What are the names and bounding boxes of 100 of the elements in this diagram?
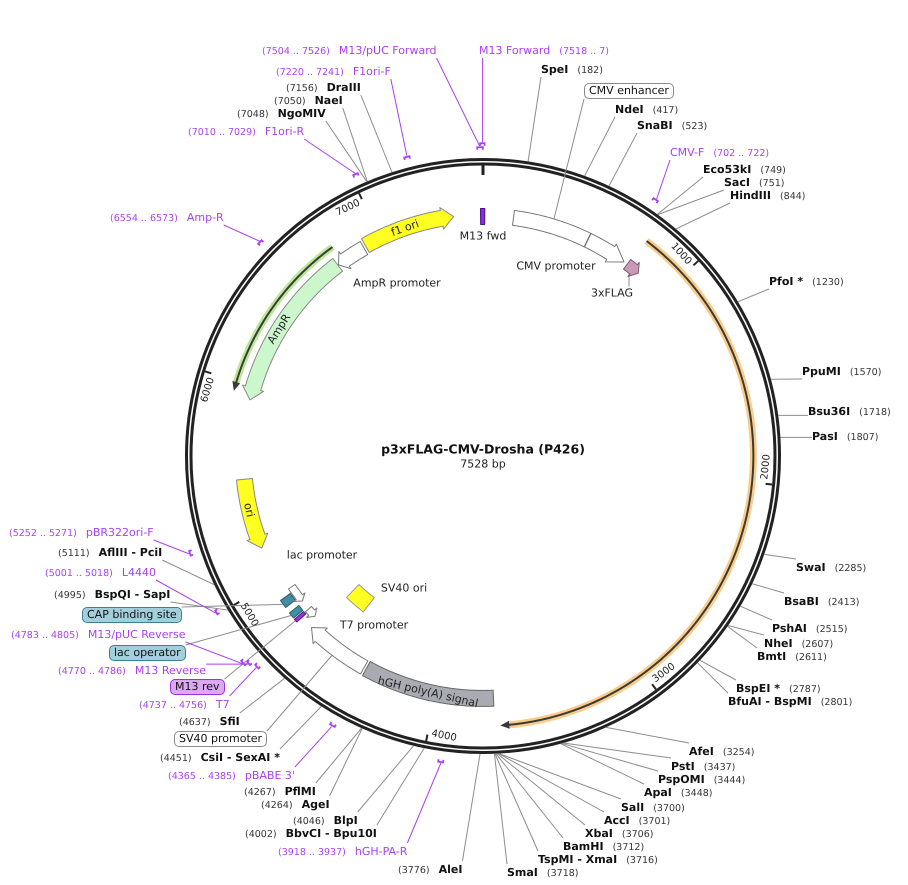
primer-mark [257,238,265,247]
cut-position: (3437) [704,762,736,773]
cut-position: (417) [652,105,678,116]
map-title: p3xFLAG-CMV-Drosha (P426) [381,442,585,456]
leader-line [170,602,228,611]
enzyme-name: BamHI [563,840,604,853]
sequence-feature [293,610,308,624]
leader-line [496,753,586,826]
cut-position: (3444) [714,775,746,786]
leader-line [628,273,630,287]
enzyme-name: AfeI [689,745,714,758]
primer-position: (7518 .. 7) [559,46,609,57]
leader-line [608,132,638,186]
enzyme-name: Bsu36I [808,405,850,418]
leader-line [229,666,257,696]
enzyme-name: PasI [812,430,838,443]
primer-position: (6554 .. 6573) [110,213,178,224]
leader-line [153,540,190,554]
cut-position: (3712) [612,842,644,853]
enzyme-name: HindIII [730,189,771,202]
primer-position: (4783 .. 4805) [11,630,79,641]
cut-position: (3776) [398,865,430,876]
cut-position: (844) [780,191,806,202]
enzyme-name: PfoI * [769,275,804,288]
leader-line [584,116,616,176]
leader-line [675,202,730,230]
leader-line [357,745,414,812]
leader-line [155,580,216,614]
leader-line [737,288,770,302]
leader-line [780,436,812,438]
primer-position: (4365 .. 4385) [168,771,236,782]
primer-position: (7504 .. 7526) [262,46,330,57]
leader-line [181,604,283,608]
primer-mark [188,549,194,557]
cut-position: (3700) [653,803,685,814]
leader-line [562,742,672,758]
cut-position: (1807) [846,432,878,443]
leader-line [764,554,796,560]
primer-name: F1ori-R [264,125,304,138]
cut-position: (749) [760,165,786,176]
feature-label: SV40 ori [380,582,428,594]
cut-position: (1718) [859,407,891,418]
leader-line [184,642,243,664]
cut-position: (5111) [58,548,90,559]
leader-line [482,58,484,142]
primer-name: CMV-F [670,146,704,159]
leader-line [728,625,764,636]
primer-mark [352,172,360,179]
leader-line [740,606,772,620]
enzyme-name: SnaBI [637,119,673,132]
primer-mark [479,142,486,147]
enzyme-name: AflIII - PciI [98,546,162,559]
enzyme-name: NdeI [615,103,644,116]
primer-name: M13/pUC Reverse [88,628,186,641]
feature-tag: CAP binding site [82,607,182,623]
primer-position: (7010 .. 7029) [188,127,256,138]
enzyme-name: ApaI [644,786,672,799]
feature-label: f1 ori [388,217,420,239]
primer-name: pBR322ori-F [86,526,154,539]
leader-line [697,662,728,694]
leader-line [528,76,542,162]
primer-name: M13 Forward [479,44,550,57]
cut-position: (3448) [680,788,712,799]
primer-mark [328,721,337,728]
enzyme-name: NaeI [314,94,343,107]
sequence-feature [622,258,642,278]
scale-label: 7000 [334,197,362,218]
cut-position: (2607) [802,639,834,650]
cut-position: (4451) [160,753,192,764]
cut-position: (182) [577,65,603,76]
primer-position: (4770 .. 4786) [58,666,126,677]
feature-tag: CMV enhancer [584,83,674,99]
leader-line [752,583,784,594]
primer-position: (3918 .. 3937) [278,847,346,858]
enzyme-name: SwaI [796,561,826,574]
leader-line [162,560,215,586]
feature-tag: M13 rev [170,679,225,695]
cut-position: (4267) [244,787,276,798]
leader-line [498,753,622,800]
enzyme-name: PstI [671,760,695,773]
enzyme-name: BsaBI [784,595,819,608]
leader-line [206,664,248,665]
leader-line [699,660,736,680]
primer-mark [476,146,484,151]
feature-tag: SV40 promoter [174,731,268,747]
scale-label: 4000 [430,728,458,744]
cut-position: (1570) [850,367,882,378]
leader-line [329,728,363,796]
leader-line [462,754,481,862]
cut-position: (3706) [622,829,654,840]
leader-line [390,78,408,156]
primer-position: (702 .. 722) [713,148,770,159]
leader-line [656,176,704,215]
scale-label: 2000 [759,454,772,481]
cut-position: (1230) [812,277,844,288]
cut-position: (3701) [638,816,670,827]
enzyme-name: Eco53kI [703,163,752,176]
primer-position: (7220 .. 7241) [276,67,344,78]
leader-line [266,654,333,732]
cut-position: (4002) [245,829,277,840]
